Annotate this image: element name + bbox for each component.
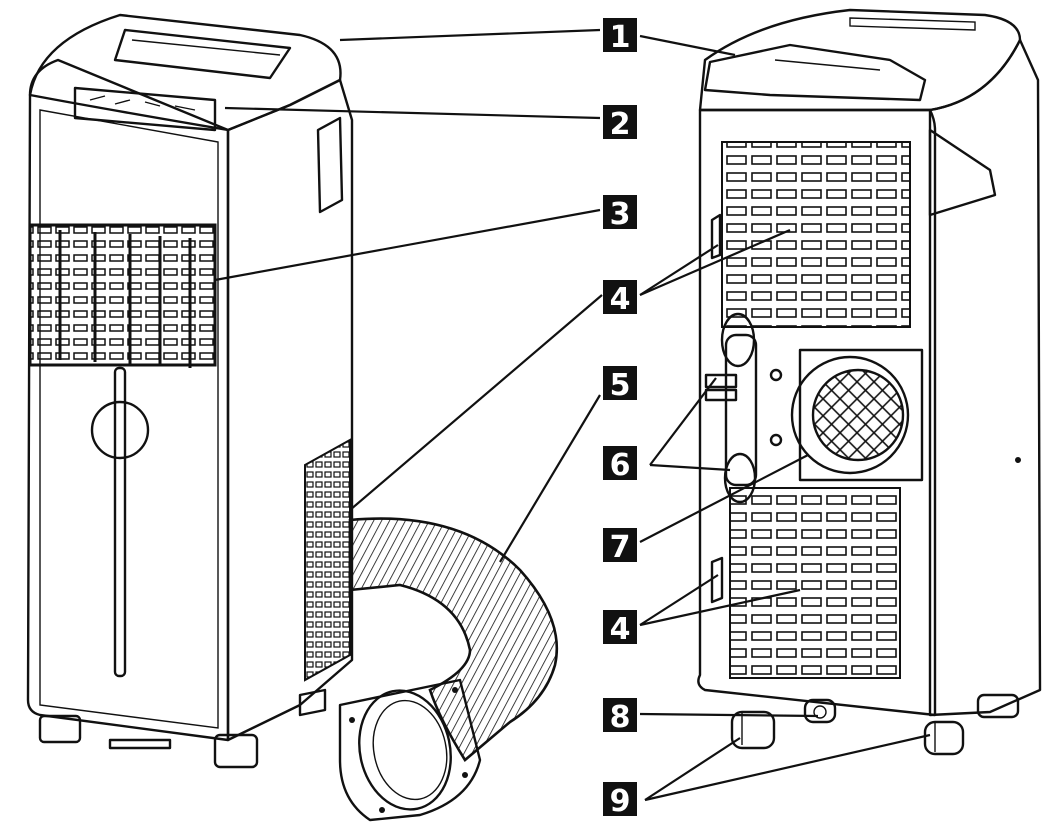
callout-4-bottom: 4 — [603, 610, 637, 647]
rear-upper-air-filter — [721, 141, 911, 328]
callout-1: 1 — [603, 18, 637, 55]
callout-2: 2 — [603, 105, 637, 142]
svg-text:5: 5 — [610, 368, 631, 403]
leader-lines — [214, 28, 931, 802]
drain-outlet — [803, 698, 837, 724]
svg-text:4: 4 — [610, 612, 631, 647]
callout-6: 6 — [603, 446, 637, 483]
callout-5: 5 — [603, 366, 637, 403]
control-panel — [73, 86, 217, 132]
callout-4-top: 4 — [603, 280, 637, 317]
callout-7: 7 — [603, 528, 637, 565]
svg-text:3: 3 — [610, 197, 631, 232]
callout-9: 9 — [603, 782, 637, 819]
svg-text:6: 6 — [610, 448, 631, 483]
svg-text:7: 7 — [610, 530, 631, 565]
exhaust-hose — [338, 517, 559, 822]
svg-text:8: 8 — [610, 700, 631, 735]
front-top-handle — [113, 28, 292, 80]
rear-view-unit — [697, 8, 1042, 756]
front-view-unit — [26, 13, 354, 769]
air-outlet-louvers — [28, 223, 217, 368]
svg-text:4: 4 — [610, 282, 631, 317]
callout-3: 3 — [603, 195, 637, 232]
exhaust-outlet — [790, 348, 924, 482]
rear-lower-air-filter — [729, 487, 901, 679]
svg-text:1: 1 — [610, 20, 631, 55]
callout-8: 8 — [603, 698, 637, 735]
window-adapter — [338, 678, 482, 822]
cord-storage — [704, 312, 783, 504]
rear-top-handle — [703, 43, 927, 102]
svg-text:2: 2 — [610, 107, 631, 142]
svg-text:9: 9 — [610, 784, 631, 819]
casters — [730, 693, 1020, 756]
front-side-grille — [304, 438, 351, 682]
